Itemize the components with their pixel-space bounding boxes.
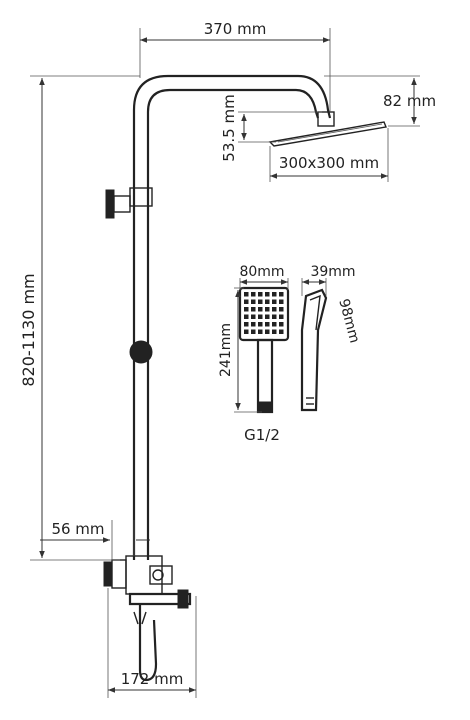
mixer-assembly [103, 555, 192, 682]
nozzle [244, 307, 249, 312]
nozzle [279, 307, 284, 312]
nozzle [244, 329, 249, 334]
hand-shower-front [238, 286, 290, 414]
shower-column [105, 74, 332, 560]
nozzle [265, 322, 270, 327]
label-hand-width: 80mm [239, 264, 284, 280]
dim-hand-depth: 39mm [301, 264, 356, 296]
nozzle [279, 314, 284, 319]
nozzle [272, 314, 277, 319]
nozzle [265, 292, 270, 297]
nozzle [244, 314, 249, 319]
nozzle [265, 307, 270, 312]
nozzle [265, 299, 270, 304]
dim-head-height: 82 mm [324, 75, 436, 127]
label-head-height: 82 mm [383, 92, 436, 110]
nozzle [272, 329, 277, 334]
dim-hand-length: 241mm [218, 287, 262, 413]
diverter-knob-icon [105, 189, 131, 219]
nozzle [244, 322, 249, 327]
label-base-width: 172 mm [121, 670, 184, 688]
label-arm-length: 370 mm [204, 20, 267, 38]
nozzle [258, 292, 263, 297]
label-hand-length: 241mm [218, 323, 234, 377]
nozzle [272, 322, 277, 327]
nozzle [258, 329, 263, 334]
nozzle [258, 299, 263, 304]
nozzle [251, 307, 256, 312]
dim-head-size: 300x300 mm [269, 128, 389, 182]
label-connection-thread: G1/2 [244, 426, 280, 444]
dim-hand-handle: 98mm [335, 297, 362, 345]
dim-head-offset: 53.5 mm [220, 94, 322, 162]
nozzle [251, 299, 256, 304]
nozzle-grid-icon [244, 292, 284, 334]
dim-arm-length: 370 mm [139, 20, 331, 112]
dim-base-width: 172 mm [107, 588, 197, 698]
nozzle [272, 292, 277, 297]
label-head-size: 300x300 mm [279, 154, 379, 172]
nozzle [265, 314, 270, 319]
nozzle [265, 329, 270, 334]
label-hand-handle: 98mm [335, 297, 362, 345]
nozzle [272, 307, 277, 312]
nozzle [251, 314, 256, 319]
nozzle [258, 314, 263, 319]
dim-mixer-depth: 56 mm [40, 520, 150, 560]
nozzle [251, 292, 256, 297]
hand-shower-side [300, 288, 328, 412]
label-hand-depth: 39mm [310, 264, 355, 280]
nozzle [244, 299, 249, 304]
nozzle [258, 322, 263, 327]
label-head-offset: 53.5 mm [220, 94, 238, 161]
dim-total-height: 820-1130 mm [19, 75, 140, 561]
label-total-height: 820-1130 mm [19, 273, 38, 386]
nozzle [279, 292, 284, 297]
nozzle [279, 329, 284, 334]
nozzle [251, 322, 256, 327]
rain-shower-head [268, 111, 387, 147]
nozzle [258, 307, 263, 312]
slider-holder-icon [129, 340, 153, 364]
label-mixer-depth: 56 mm [51, 520, 104, 538]
nozzle [272, 299, 277, 304]
nozzle [279, 322, 284, 327]
nozzle [279, 299, 284, 304]
dim-hand-width: 80mm [239, 264, 289, 290]
nozzle [251, 329, 256, 334]
nozzle [244, 292, 249, 297]
